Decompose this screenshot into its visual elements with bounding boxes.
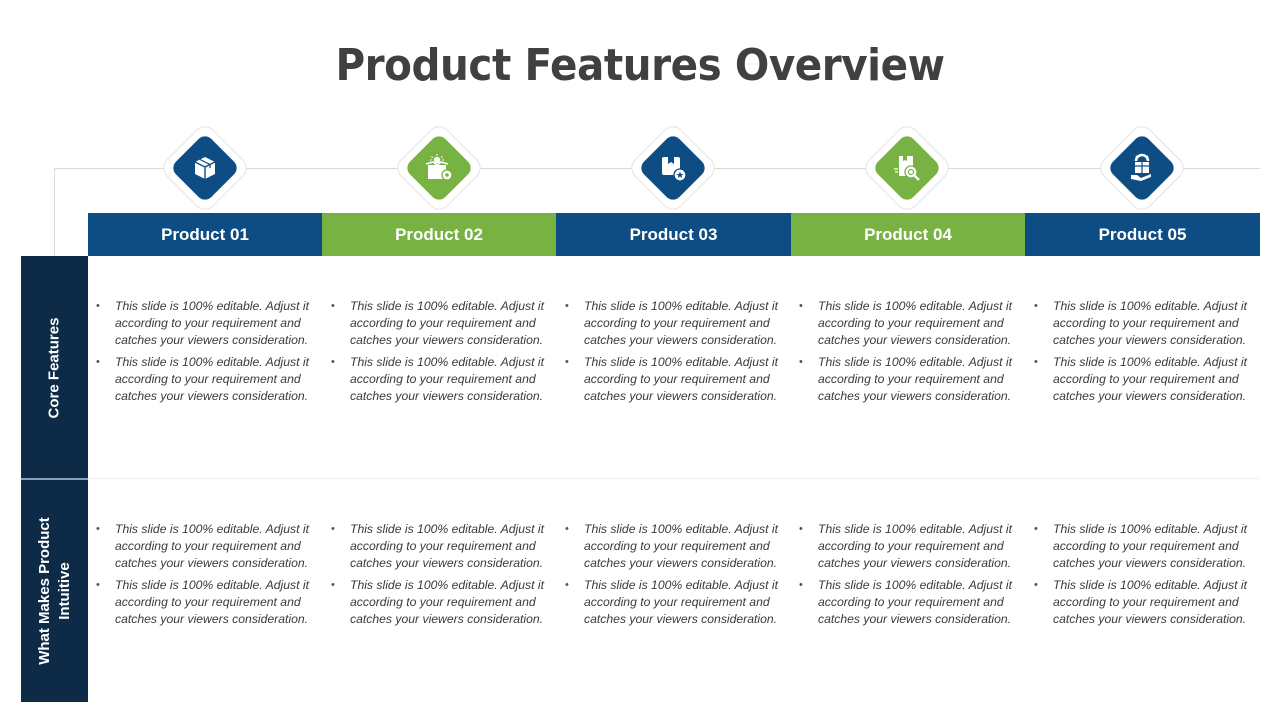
product-01-badge <box>158 121 252 215</box>
bullet-item: This slide is 100% editable. Adjust it a… <box>331 521 551 572</box>
header-product-02: Product 02 <box>322 213 556 256</box>
cell-intuitive-product-01: This slide is 100% editable. Adjust it a… <box>96 521 316 632</box>
bullet-item: This slide is 100% editable. Adjust it a… <box>1034 577 1254 628</box>
bullet-item: This slide is 100% editable. Adjust it a… <box>1034 521 1254 572</box>
bullet-item: This slide is 100% editable. Adjust it a… <box>799 521 1019 572</box>
bullet-item: This slide is 100% editable. Adjust it a… <box>799 354 1019 405</box>
cell-core-features-product-04: This slide is 100% editable. Adjust it a… <box>799 298 1019 409</box>
product-03-badge <box>626 121 720 215</box>
bullet-item: This slide is 100% editable. Adjust it a… <box>1034 354 1254 405</box>
cell-core-features-product-01: This slide is 100% editable. Adjust it a… <box>96 298 316 409</box>
product-05-badge <box>1095 121 1189 215</box>
product-04-badge <box>860 121 954 215</box>
cell-intuitive-product-02: This slide is 100% editable. Adjust it a… <box>331 521 551 632</box>
box-package-icon <box>194 157 216 179</box>
row-divider <box>21 478 1260 479</box>
bullet-item: This slide is 100% editable. Adjust it a… <box>331 298 551 349</box>
product-02-badge <box>392 121 486 215</box>
bullet-item: This slide is 100% editable. Adjust it a… <box>1034 298 1254 349</box>
slide-title: Product Features Overview <box>335 40 945 91</box>
bullet-item: This slide is 100% editable. Adjust it a… <box>331 577 551 628</box>
bullet-item: This slide is 100% editable. Adjust it a… <box>565 298 785 349</box>
row-label-core-features: Core Features <box>21 256 88 479</box>
cell-intuitive-product-03: This slide is 100% editable. Adjust it a… <box>565 521 785 632</box>
connector-line-vertical <box>54 168 55 256</box>
bullet-item: This slide is 100% editable. Adjust it a… <box>799 298 1019 349</box>
bullet-item: This slide is 100% editable. Adjust it a… <box>799 577 1019 628</box>
row-label-text: Core Features <box>45 317 63 418</box>
label-divider <box>21 478 88 480</box>
bullet-item: This slide is 100% editable. Adjust it a… <box>96 298 316 349</box>
bullet-item: This slide is 100% editable. Adjust it a… <box>565 354 785 405</box>
header-product-03: Product 03 <box>556 213 791 256</box>
bullet-item: This slide is 100% editable. Adjust it a… <box>96 354 316 405</box>
header-product-05: Product 05 <box>1025 213 1260 256</box>
box-idea-gear-icon <box>425 154 453 181</box>
box-wrench-gear-icon <box>894 156 920 181</box>
bullet-item: This slide is 100% editable. Adjust it a… <box>565 521 785 572</box>
cell-intuitive-product-04: This slide is 100% editable. Adjust it a… <box>799 521 1019 632</box>
bullet-item: This slide is 100% editable. Adjust it a… <box>96 521 316 572</box>
box-star-badge-icon <box>662 157 687 182</box>
bullet-item: This slide is 100% editable. Adjust it a… <box>565 577 785 628</box>
header-product-01: Product 01 <box>88 213 322 256</box>
hand-box-gear-icon <box>1131 153 1151 181</box>
header-product-04: Product 04 <box>791 213 1025 256</box>
cell-core-features-product-05: This slide is 100% editable. Adjust it a… <box>1034 298 1254 409</box>
cell-core-features-product-02: This slide is 100% editable. Adjust it a… <box>331 298 551 409</box>
bullet-item: This slide is 100% editable. Adjust it a… <box>331 354 551 405</box>
bullet-item: This slide is 100% editable. Adjust it a… <box>96 577 316 628</box>
cell-core-features-product-03: This slide is 100% editable. Adjust it a… <box>565 298 785 409</box>
cell-intuitive-product-05: This slide is 100% editable. Adjust it a… <box>1034 521 1254 632</box>
